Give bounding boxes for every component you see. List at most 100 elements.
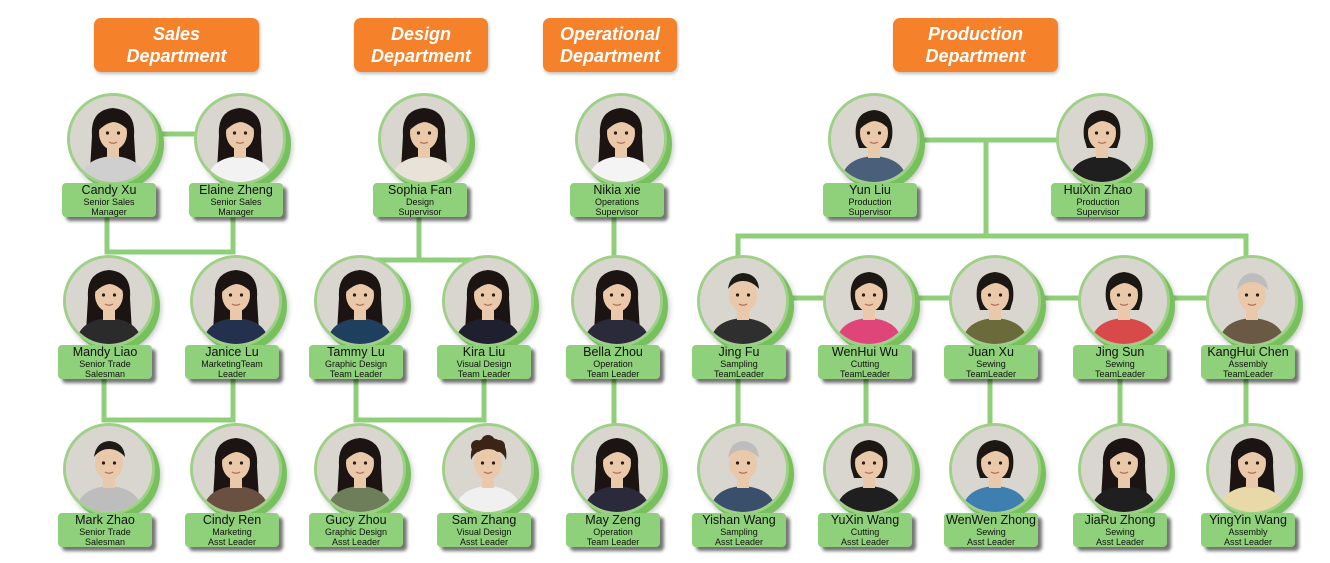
person-name: Mark Zhao (75, 513, 135, 527)
person-name: Yishan Wang (702, 513, 776, 527)
avatar-man-short-hair-icon (700, 258, 786, 344)
person-role-line2: Salesman (84, 537, 126, 547)
avatar-man-gray-hair-icon (1209, 258, 1295, 344)
avatar-woman-long-hair-icon (66, 258, 152, 344)
person-name: KangHui Chen (1207, 345, 1289, 359)
person-role-line1: Assembly (1228, 359, 1268, 369)
person-role-line2: TeamLeader (1222, 369, 1274, 379)
avatar (575, 93, 667, 185)
person-role-line1: Design (405, 197, 434, 207)
person-name: WenWen Zhong (946, 513, 1036, 527)
person-role-line2: Manager (91, 207, 127, 217)
person-role-line1: Marketing (212, 527, 252, 537)
avatar (949, 255, 1041, 347)
avatar-man-gray-hair-icon (700, 426, 786, 512)
avatar-woman-long-hair-icon (1209, 426, 1295, 512)
person-role-line1: Senior Sales (210, 197, 262, 207)
person-name: Sophia Fan (388, 183, 452, 197)
avatar (1078, 255, 1170, 347)
person-role-line2: Salesman (84, 369, 126, 379)
avatar (67, 93, 159, 185)
person-role-line1: Assembly (1228, 527, 1268, 537)
person-role-line1: Senior Sales (83, 197, 135, 207)
avatar-woman-long-hair-icon (1081, 426, 1167, 512)
avatar (442, 255, 534, 347)
person-role-line2: Asst Leader (331, 537, 381, 547)
avatar (571, 423, 663, 515)
person-name: YingYin Wang (1209, 513, 1287, 527)
person-role-line1: Operations (594, 197, 640, 207)
person-name: Mandy Liao (72, 345, 138, 359)
person-name: Juan Xu (968, 345, 1014, 359)
person-role-line2: Asst Leader (459, 537, 509, 547)
person-name: Tammy Lu (327, 345, 385, 359)
person-role-line2: Team Leader (586, 537, 640, 547)
avatar-woman-long-hair-icon (70, 96, 156, 182)
avatar-man-short-hair-icon (66, 426, 152, 512)
department-header-production: Production Department (893, 18, 1058, 72)
avatar-woman-long-hair-icon (193, 258, 279, 344)
person-role-line2: TeamLeader (965, 369, 1017, 379)
avatar-woman-short-hair-icon (1059, 96, 1145, 182)
avatar-woman-short-hair-icon (1081, 258, 1167, 344)
person-role-line2: TeamLeader (713, 369, 765, 379)
person-role-line2: Leader (217, 369, 247, 379)
person-role-line2: Manager (218, 207, 254, 217)
avatar-woman-long-hair-icon (381, 96, 467, 182)
department-header-operational: Operational Department (543, 18, 677, 72)
person-role-line1: Production (1076, 197, 1120, 207)
avatar (823, 255, 915, 347)
person-role-line2: Supervisor (848, 207, 892, 217)
avatar-woman-short-hair-icon (826, 426, 912, 512)
avatar-woman-long-hair-icon (574, 426, 660, 512)
person-role-line2: Asst Leader (966, 537, 1016, 547)
person-name: YuXin Wang (830, 513, 900, 527)
person-role-line1: Operation (593, 527, 633, 537)
avatar (378, 93, 470, 185)
person-role-line1: Sewing (1105, 359, 1135, 369)
avatar (823, 423, 915, 515)
person-role-line1: Cutting (850, 527, 880, 537)
person-role-line1: Visual Design (456, 527, 512, 537)
person-name: Kira Liu (462, 345, 506, 359)
avatar (1206, 423, 1298, 515)
avatar (949, 423, 1041, 515)
avatar-woman-long-hair-icon (574, 258, 660, 344)
avatar (190, 423, 282, 515)
avatar (697, 255, 789, 347)
person-role-line1: Sampling (720, 527, 758, 537)
person-name: Candy Xu (81, 183, 137, 197)
person-role-line2: Supervisor (595, 207, 639, 217)
person-role-line1: Senior Trade (79, 527, 131, 537)
person-role-line2: Asst Leader (1223, 537, 1273, 547)
avatar-woman-short-hair-icon (831, 96, 917, 182)
avatar (63, 423, 155, 515)
avatar-woman-long-hair-icon (445, 258, 531, 344)
avatar (1206, 255, 1298, 347)
